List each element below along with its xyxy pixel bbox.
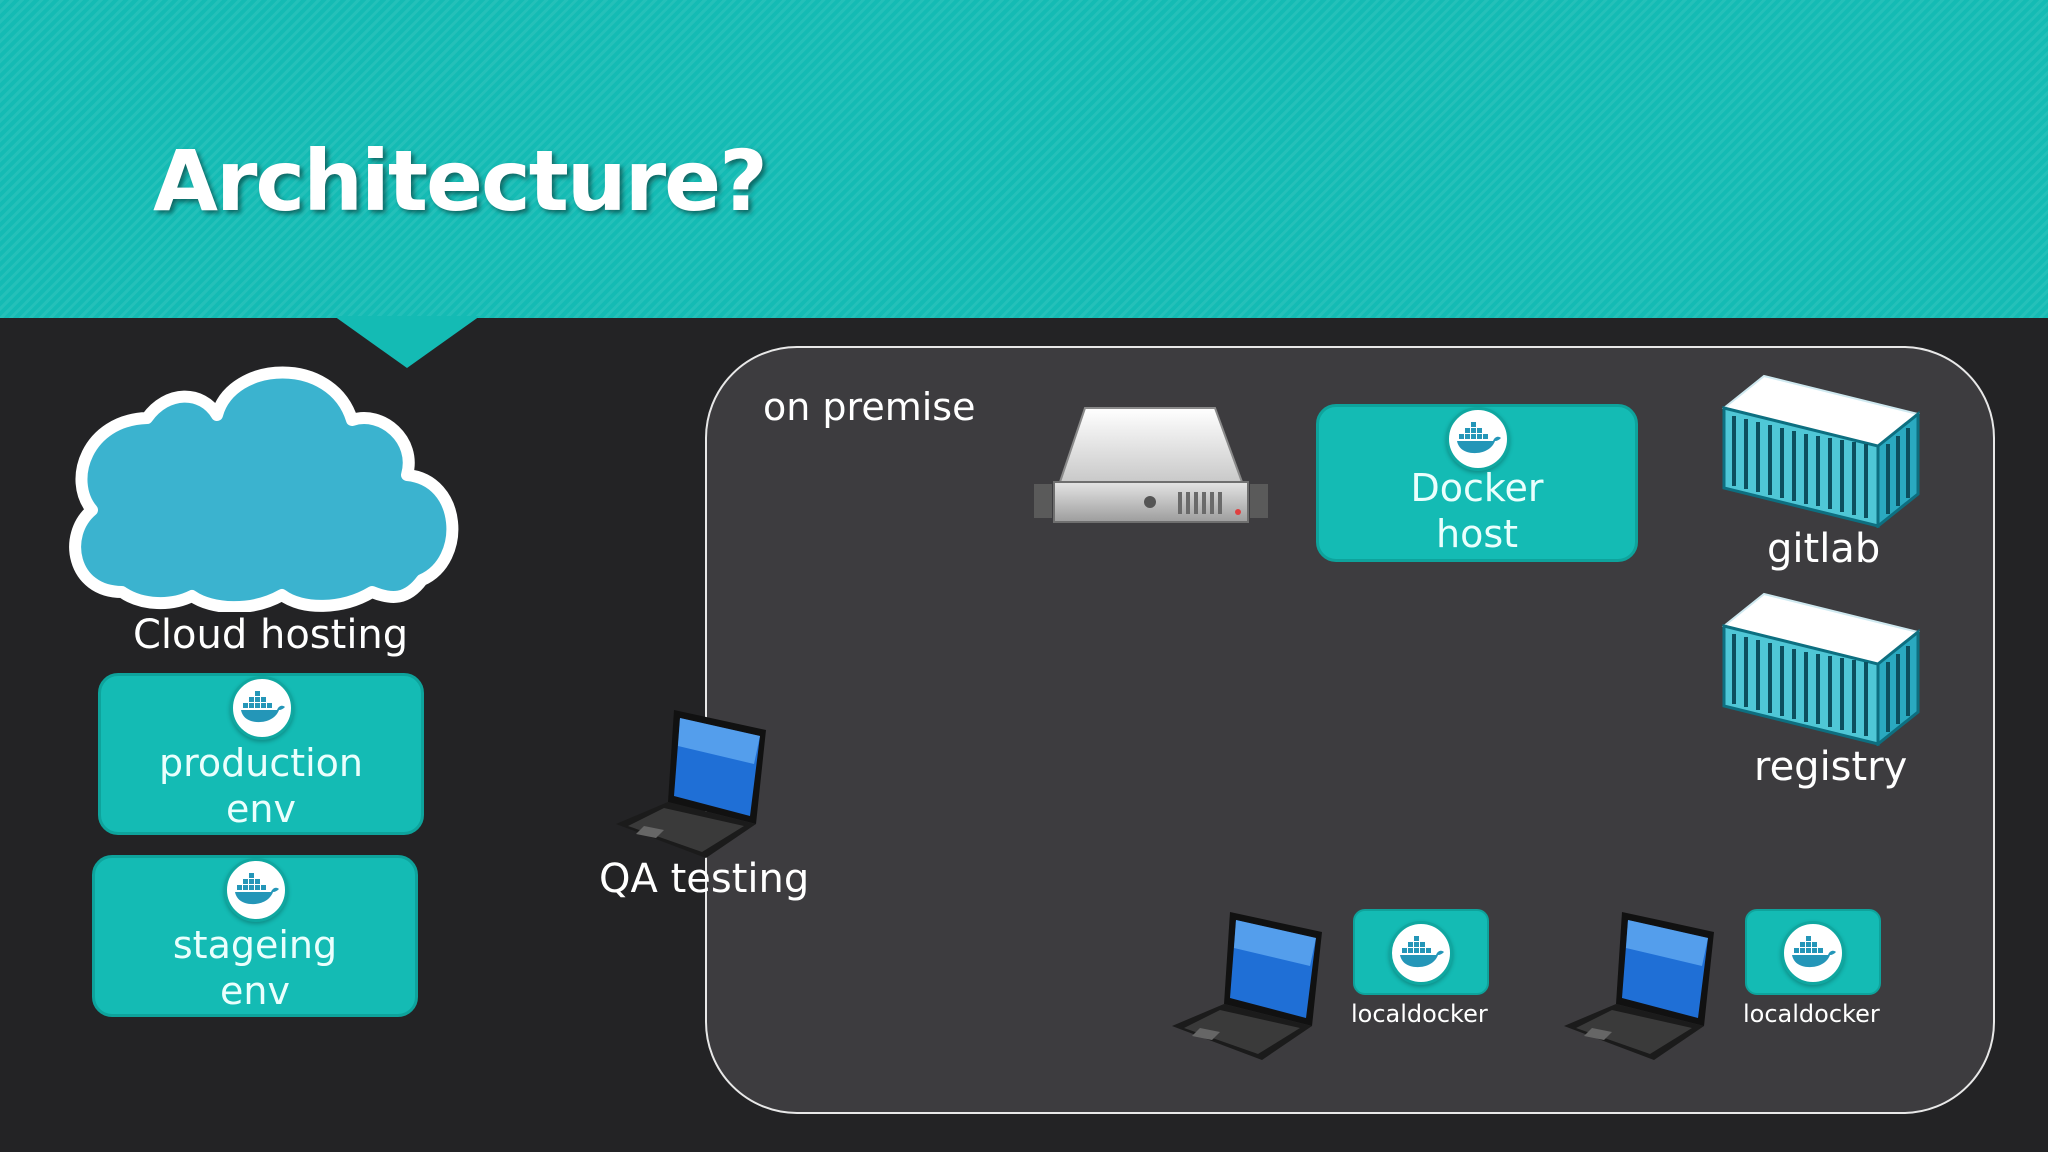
localdocker-box xyxy=(1745,909,1881,995)
docker-host-line1: Docker xyxy=(1410,466,1544,510)
staging-env-line1: stageing xyxy=(172,923,338,967)
production-env-line2: env xyxy=(226,787,296,831)
shipping-container-icon xyxy=(1721,592,1920,746)
localdocker-label: localdocker xyxy=(1351,1000,1488,1028)
slide-title: Architecture? xyxy=(153,132,768,230)
docker-host-line2: host xyxy=(1435,512,1519,556)
header-banner xyxy=(0,0,2048,318)
server-icon xyxy=(1034,407,1268,523)
laptop-icon xyxy=(1564,912,1714,1060)
laptop-icon xyxy=(616,710,766,858)
cloud-icon xyxy=(69,366,459,612)
docker-whale-icon xyxy=(224,858,288,922)
production-env-box: production env xyxy=(98,673,424,835)
docker-whale-icon xyxy=(230,676,294,740)
docker-whale-icon xyxy=(1389,921,1453,985)
localdocker-label: localdocker xyxy=(1743,1000,1880,1028)
docker-whale-icon xyxy=(1446,407,1510,471)
banner-notch xyxy=(334,316,480,368)
docker-host-box: Docker host xyxy=(1316,404,1638,562)
qa-testing-label: QA testing xyxy=(599,856,810,902)
localdocker-box xyxy=(1353,909,1489,995)
laptop-icon xyxy=(1172,912,1322,1060)
registry-label: registry xyxy=(1754,744,1908,790)
staging-env-box: stageing env xyxy=(92,855,418,1017)
staging-env-line2: env xyxy=(220,969,290,1013)
production-env-line1: production xyxy=(158,741,364,785)
docker-whale-icon xyxy=(1781,921,1845,985)
shipping-container-icon xyxy=(1721,374,1920,528)
cloud-hosting-label: Cloud hosting xyxy=(133,612,409,658)
on-premise-label: on premise xyxy=(763,385,976,429)
gitlab-label: gitlab xyxy=(1767,526,1881,572)
